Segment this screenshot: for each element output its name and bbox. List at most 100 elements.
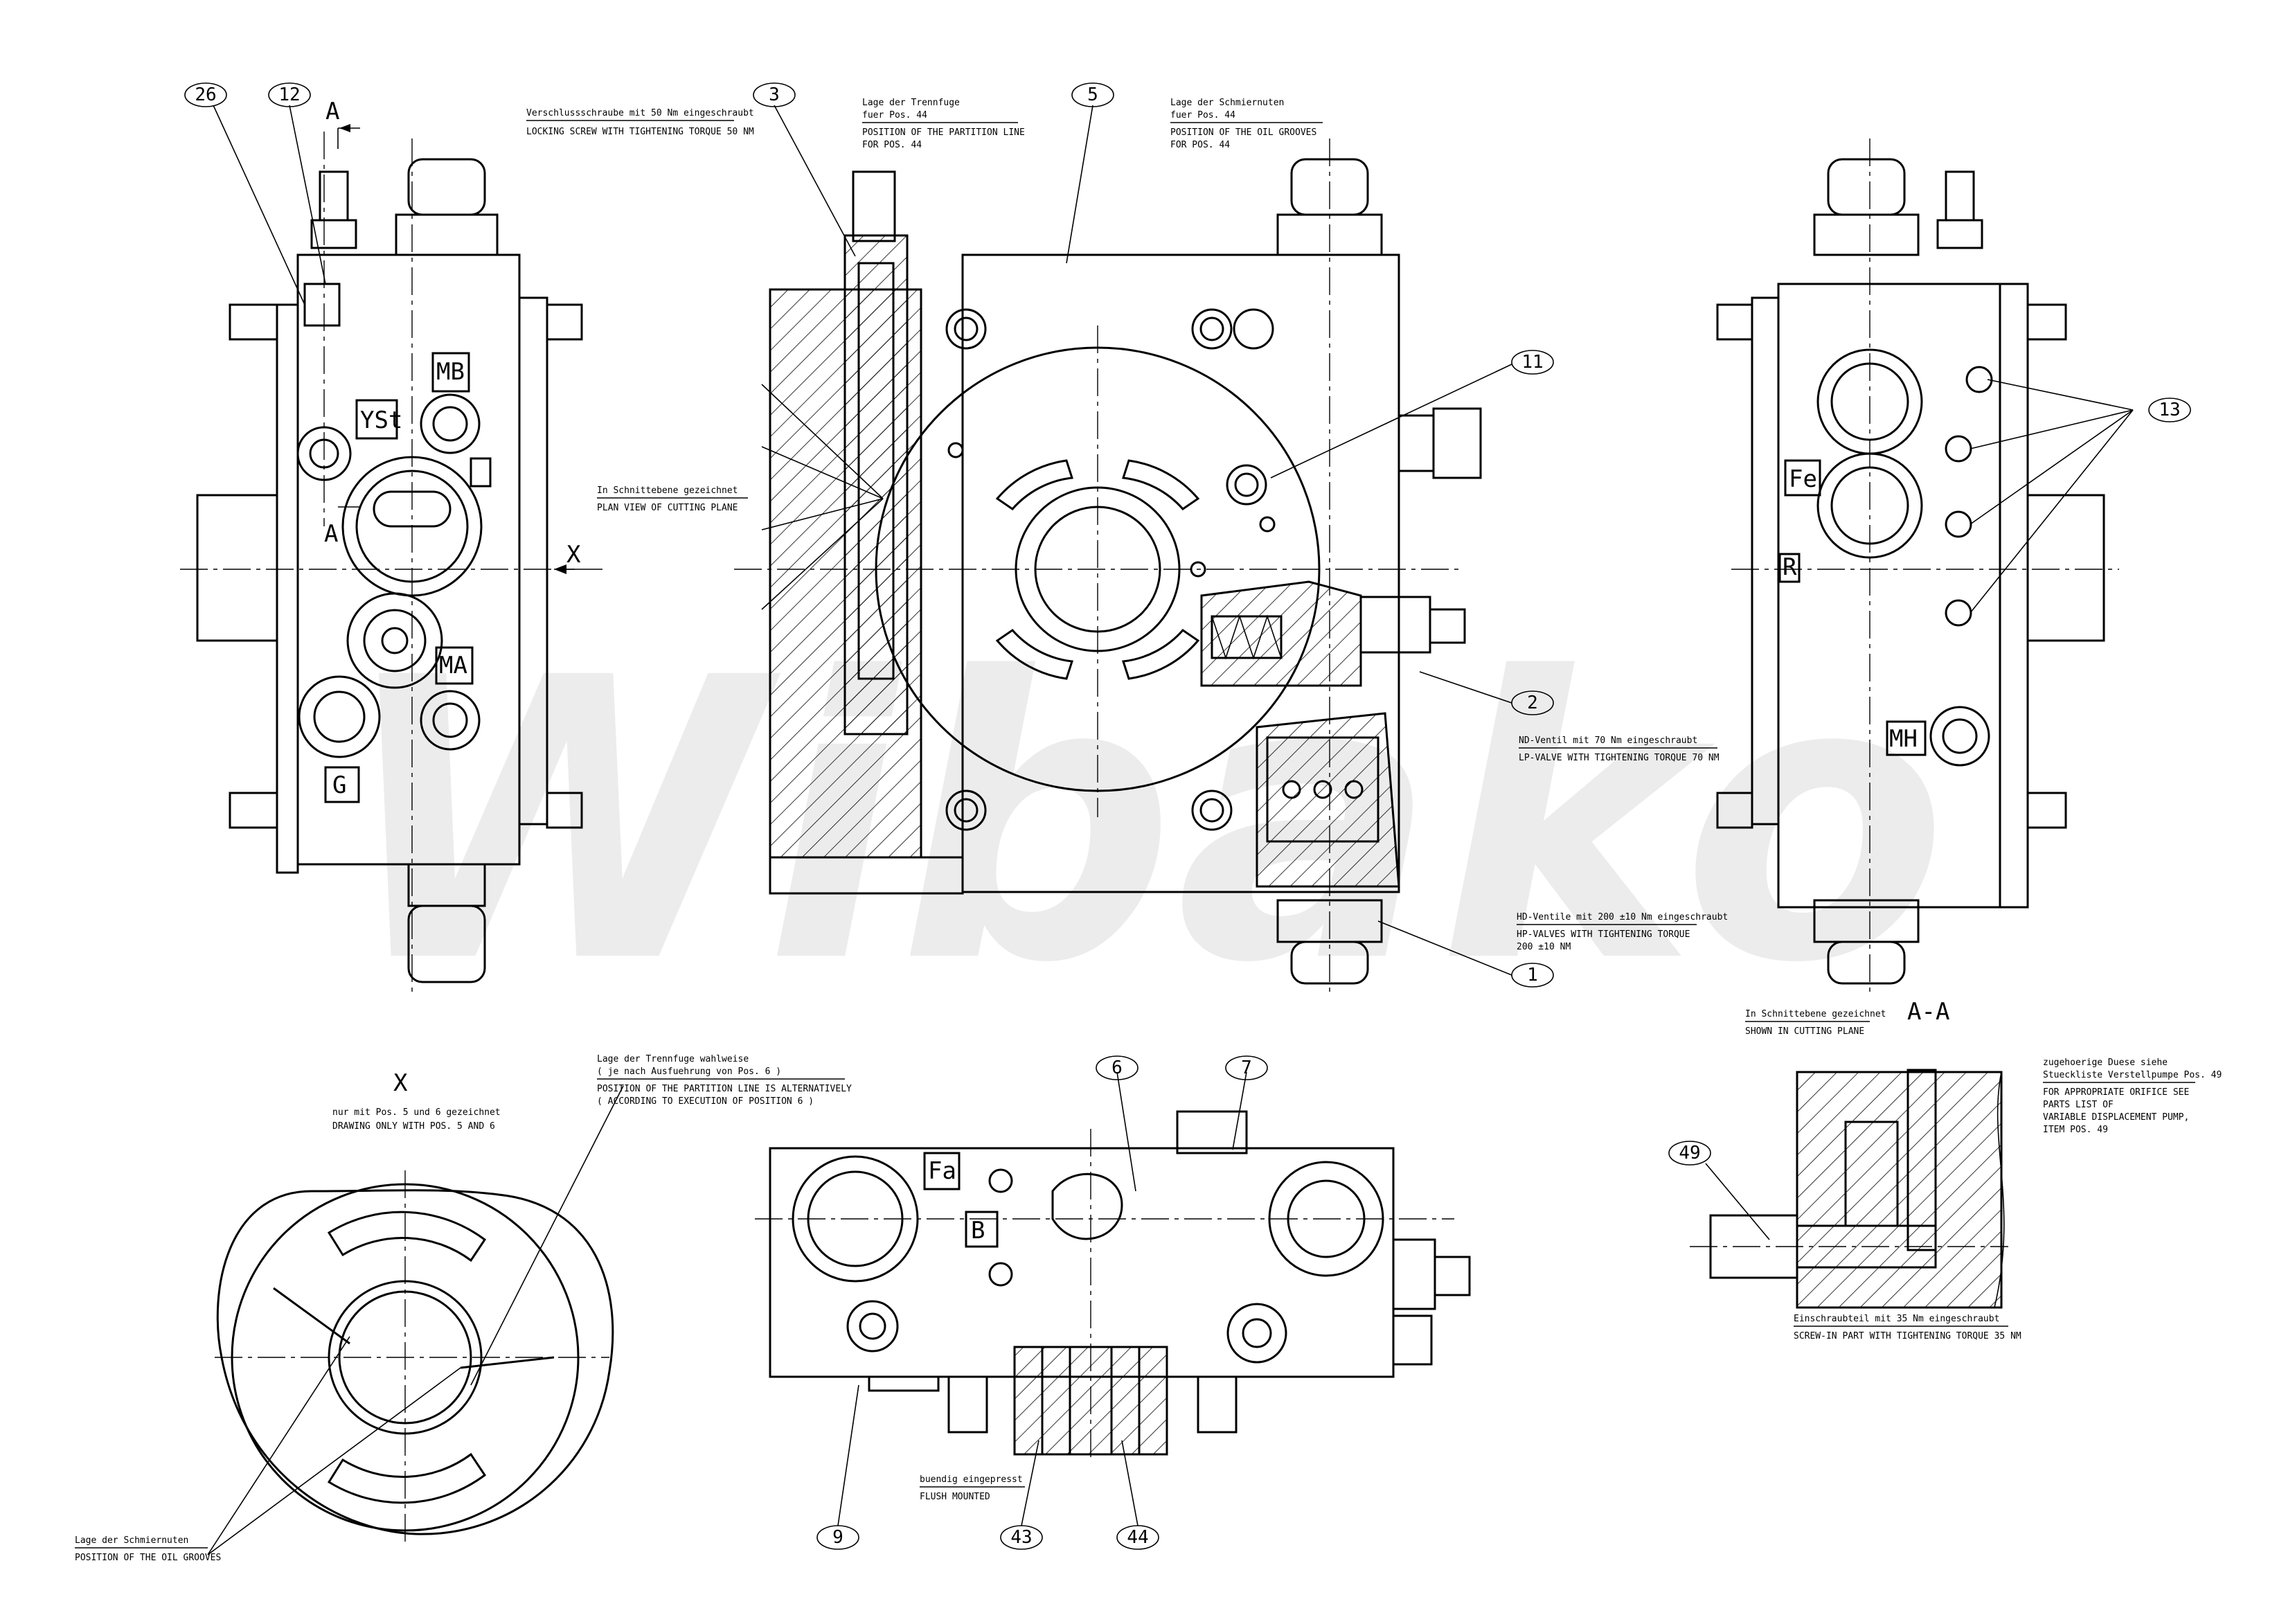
note-x-drawing: nur mit Pos. 5 und 6 gezeichnet DRAWING … <box>332 1107 501 1132</box>
svg-text:2: 2 <box>1527 693 1538 713</box>
note-screw-in-part: Einschraubteil mit 35 Nm eingeschraubt S… <box>1794 1314 2021 1341</box>
note-lp-valve: ND-Ventil mit 70 Nm eingeschraubt LP-VAL… <box>1519 735 1720 763</box>
section-marker-a-mid: A <box>324 520 338 548</box>
center-section-view <box>734 139 1482 997</box>
svg-text:SHOWN IN CUTTING PLANE: SHOWN IN CUTTING PLANE <box>1745 1026 1864 1037</box>
view-a-a <box>1690 1069 2008 1309</box>
svg-text:3: 3 <box>769 84 780 105</box>
view-x-title: X <box>393 1069 408 1097</box>
svg-text:43: 43 <box>1010 1527 1032 1548</box>
svg-text:Lage der Schmiernuten: Lage der Schmiernuten <box>1170 98 1284 108</box>
svg-text:200 ±10 NM: 200 ±10 NM <box>1517 942 1571 952</box>
svg-text:fuer Pos. 44: fuer Pos. 44 <box>1170 110 1235 121</box>
bottom-section-view <box>755 1110 1471 1461</box>
svg-text:FOR POS. 44: FOR POS. 44 <box>862 140 922 150</box>
balloon-6: 6 <box>1096 1055 1138 1080</box>
view-x <box>215 1170 614 1544</box>
svg-text:26: 26 <box>195 84 216 105</box>
svg-text:HP-VALVES WITH TIGHTENING TORQ: HP-VALVES WITH TIGHTENING TORQUE <box>1517 929 1690 940</box>
svg-text:POSITION OF THE OIL GROOVES: POSITION OF THE OIL GROOVES <box>75 1553 221 1563</box>
svg-text:5: 5 <box>1087 84 1098 105</box>
svg-text:LOCKING SCREW WITH TIGHTENING: LOCKING SCREW WITH TIGHTENING TORQUE 50 … <box>526 127 754 137</box>
svg-text:FOR APPROPRIATE ORIFICE SEE: FOR APPROPRIATE ORIFICE SEE <box>2043 1087 2189 1098</box>
svg-text:POSITION OF THE OIL GROOVES: POSITION OF THE OIL GROOVES <box>1170 127 1316 138</box>
balloon-12: 12 <box>268 82 311 107</box>
balloon-2: 2 <box>1511 690 1554 715</box>
svg-text:HD-Ventile mit 200 ±10 Nm eing: HD-Ventile mit 200 ±10 Nm eingeschraubt <box>1517 912 1728 922</box>
svg-text:13: 13 <box>2159 400 2180 420</box>
balloon-1: 1 <box>1511 963 1554 988</box>
note-aa-cutting-plane: In Schnittebene gezeichnet SHOWN IN CUTT… <box>1745 1009 1886 1037</box>
port-label-b: B <box>971 1217 985 1244</box>
note-hp-valve: HD-Ventile mit 200 ±10 Nm eingeschraubt … <box>1517 912 1728 952</box>
note-orifice: zugehoerige Duese siehe Stueckliste Vers… <box>2043 1058 2222 1135</box>
note-cutting-plane: In Schnittebene gezeichnet PLAN VIEW OF … <box>597 485 748 513</box>
watermark: Wibako <box>337 596 1948 1048</box>
svg-text:ITEM POS. 49: ITEM POS. 49 <box>2043 1125 2108 1135</box>
svg-text:ND-Ventil mit 70 Nm eingeschra: ND-Ventil mit 70 Nm eingeschraubt <box>1519 735 1697 746</box>
svg-text:SCREW-IN PART WITH TIGHTENING: SCREW-IN PART WITH TIGHTENING TORQUE 35 … <box>1794 1331 2021 1341</box>
svg-text:LP-VALVE WITH TIGHTENING TORQU: LP-VALVE WITH TIGHTENING TORQUE 70 NM <box>1519 753 1720 763</box>
left-view-labels: MB YSt MA G A A X <box>324 98 581 799</box>
svg-text:In Schnittebene gezeichnet: In Schnittebene gezeichnet <box>1745 1009 1886 1019</box>
svg-text:nur mit Pos. 5 und 6 gezeichne: nur mit Pos. 5 und 6 gezeichnet <box>332 1107 501 1118</box>
svg-text:Verschlussschraube mit 50 Nm e: Verschlussschraube mit 50 Nm eingeschrau… <box>526 108 754 118</box>
svg-text:DRAWING ONLY WITH POS. 5 AND 6: DRAWING ONLY WITH POS. 5 AND 6 <box>332 1121 495 1132</box>
svg-text:12: 12 <box>278 84 300 105</box>
note-partition-line: Lage der Trennfuge fuer Pos. 44 POSITION… <box>862 98 1025 150</box>
svg-text:Einschraubteil mit 35 Nm einge: Einschraubteil mit 35 Nm eingeschraubt <box>1794 1314 1999 1324</box>
svg-text:POSITION OF THE PARTITION LINE: POSITION OF THE PARTITION LINE IS ALTERN… <box>597 1084 852 1094</box>
balloon-5: 5 <box>1071 82 1114 107</box>
svg-text:zugehoerige Duese siehe: zugehoerige Duese siehe <box>2043 1058 2168 1068</box>
svg-text:PLAN VIEW OF CUTTING PLANE: PLAN VIEW OF CUTTING PLANE <box>597 503 738 513</box>
view-a-a-title: A-A <box>1907 998 1949 1026</box>
section-marker-a-top: A <box>325 98 339 125</box>
port-label-r: R <box>1783 553 1797 581</box>
svg-text:6: 6 <box>1111 1058 1123 1078</box>
svg-text:49: 49 <box>1679 1143 1700 1163</box>
right-side-view <box>1716 139 2119 997</box>
svg-text:Lage der Trennfuge: Lage der Trennfuge <box>862 98 960 108</box>
svg-text:( ACCORDING TO EXECUTION OF PO: ( ACCORDING TO EXECUTION OF POSITION 6 ) <box>597 1096 814 1107</box>
balloon-49: 49 <box>1668 1141 1711 1166</box>
balloon-26: 26 <box>184 82 227 107</box>
port-label-mh: MH <box>1889 725 1918 753</box>
svg-text:7: 7 <box>1241 1058 1252 1078</box>
balloon-44: 44 <box>1116 1525 1159 1550</box>
svg-text:1: 1 <box>1527 965 1538 985</box>
svg-text:Stueckliste Verstellpumpe Pos.: Stueckliste Verstellpumpe Pos. 49 <box>2043 1070 2222 1080</box>
note-oil-grooves: Lage der Schmiernuten fuer Pos. 44 POSIT… <box>1170 98 1323 150</box>
svg-text:44: 44 <box>1127 1527 1148 1548</box>
balloon-43: 43 <box>1000 1525 1043 1550</box>
svg-text:In Schnittebene gezeichnet: In Schnittebene gezeichnet <box>597 485 738 496</box>
svg-text:buendig eingepresst: buendig eingepresst <box>920 1474 1023 1485</box>
balloon-3: 3 <box>753 82 796 107</box>
svg-text:FOR POS. 44: FOR POS. 44 <box>1170 140 1230 150</box>
svg-text:POSITION OF THE PARTITION LINE: POSITION OF THE PARTITION LINE <box>862 127 1025 138</box>
port-label-yst: YSt <box>360 407 402 434</box>
svg-text:FLUSH MOUNTED: FLUSH MOUNTED <box>920 1492 990 1502</box>
leader-lines <box>207 105 2134 1555</box>
balloon-13: 13 <box>2148 398 2191 422</box>
bottom-view-labels: Fa B <box>928 1157 985 1244</box>
balloon-7: 7 <box>1225 1055 1268 1080</box>
svg-text:( je nach Ausfuehrung von Pos.: ( je nach Ausfuehrung von Pos. 6 ) <box>597 1067 781 1077</box>
svg-text:Lage der Schmiernuten: Lage der Schmiernuten <box>75 1535 188 1546</box>
balloon-11: 11 <box>1511 350 1554 375</box>
svg-text:9: 9 <box>832 1527 843 1548</box>
note-oil-grooves-x: Lage der Schmiernuten POSITION OF THE OI… <box>75 1535 221 1563</box>
svg-text:fuer Pos. 44: fuer Pos. 44 <box>862 110 927 121</box>
note-flush-mounted: buendig eingepresst FLUSH MOUNTED <box>920 1474 1025 1502</box>
note-alt-partition: Lage der Trennfuge wahlweise ( je nach A… <box>597 1054 852 1107</box>
svg-text:Lage der Trennfuge wahlweise: Lage der Trennfuge wahlweise <box>597 1054 749 1064</box>
note-locking-screw: Verschlussschraube mit 50 Nm eingeschrau… <box>526 108 754 137</box>
right-view-labels: Fe MH R <box>1783 465 1918 753</box>
port-label-ma: MA <box>439 652 467 679</box>
svg-text:PARTS LIST OF: PARTS LIST OF <box>2043 1100 2114 1110</box>
svg-text:VARIABLE DISPLACEMENT PUMP,: VARIABLE DISPLACEMENT PUMP, <box>2043 1112 2189 1123</box>
svg-text:11: 11 <box>1521 352 1543 373</box>
port-label-fa: Fa <box>928 1157 956 1185</box>
port-label-mb: MB <box>436 358 465 386</box>
